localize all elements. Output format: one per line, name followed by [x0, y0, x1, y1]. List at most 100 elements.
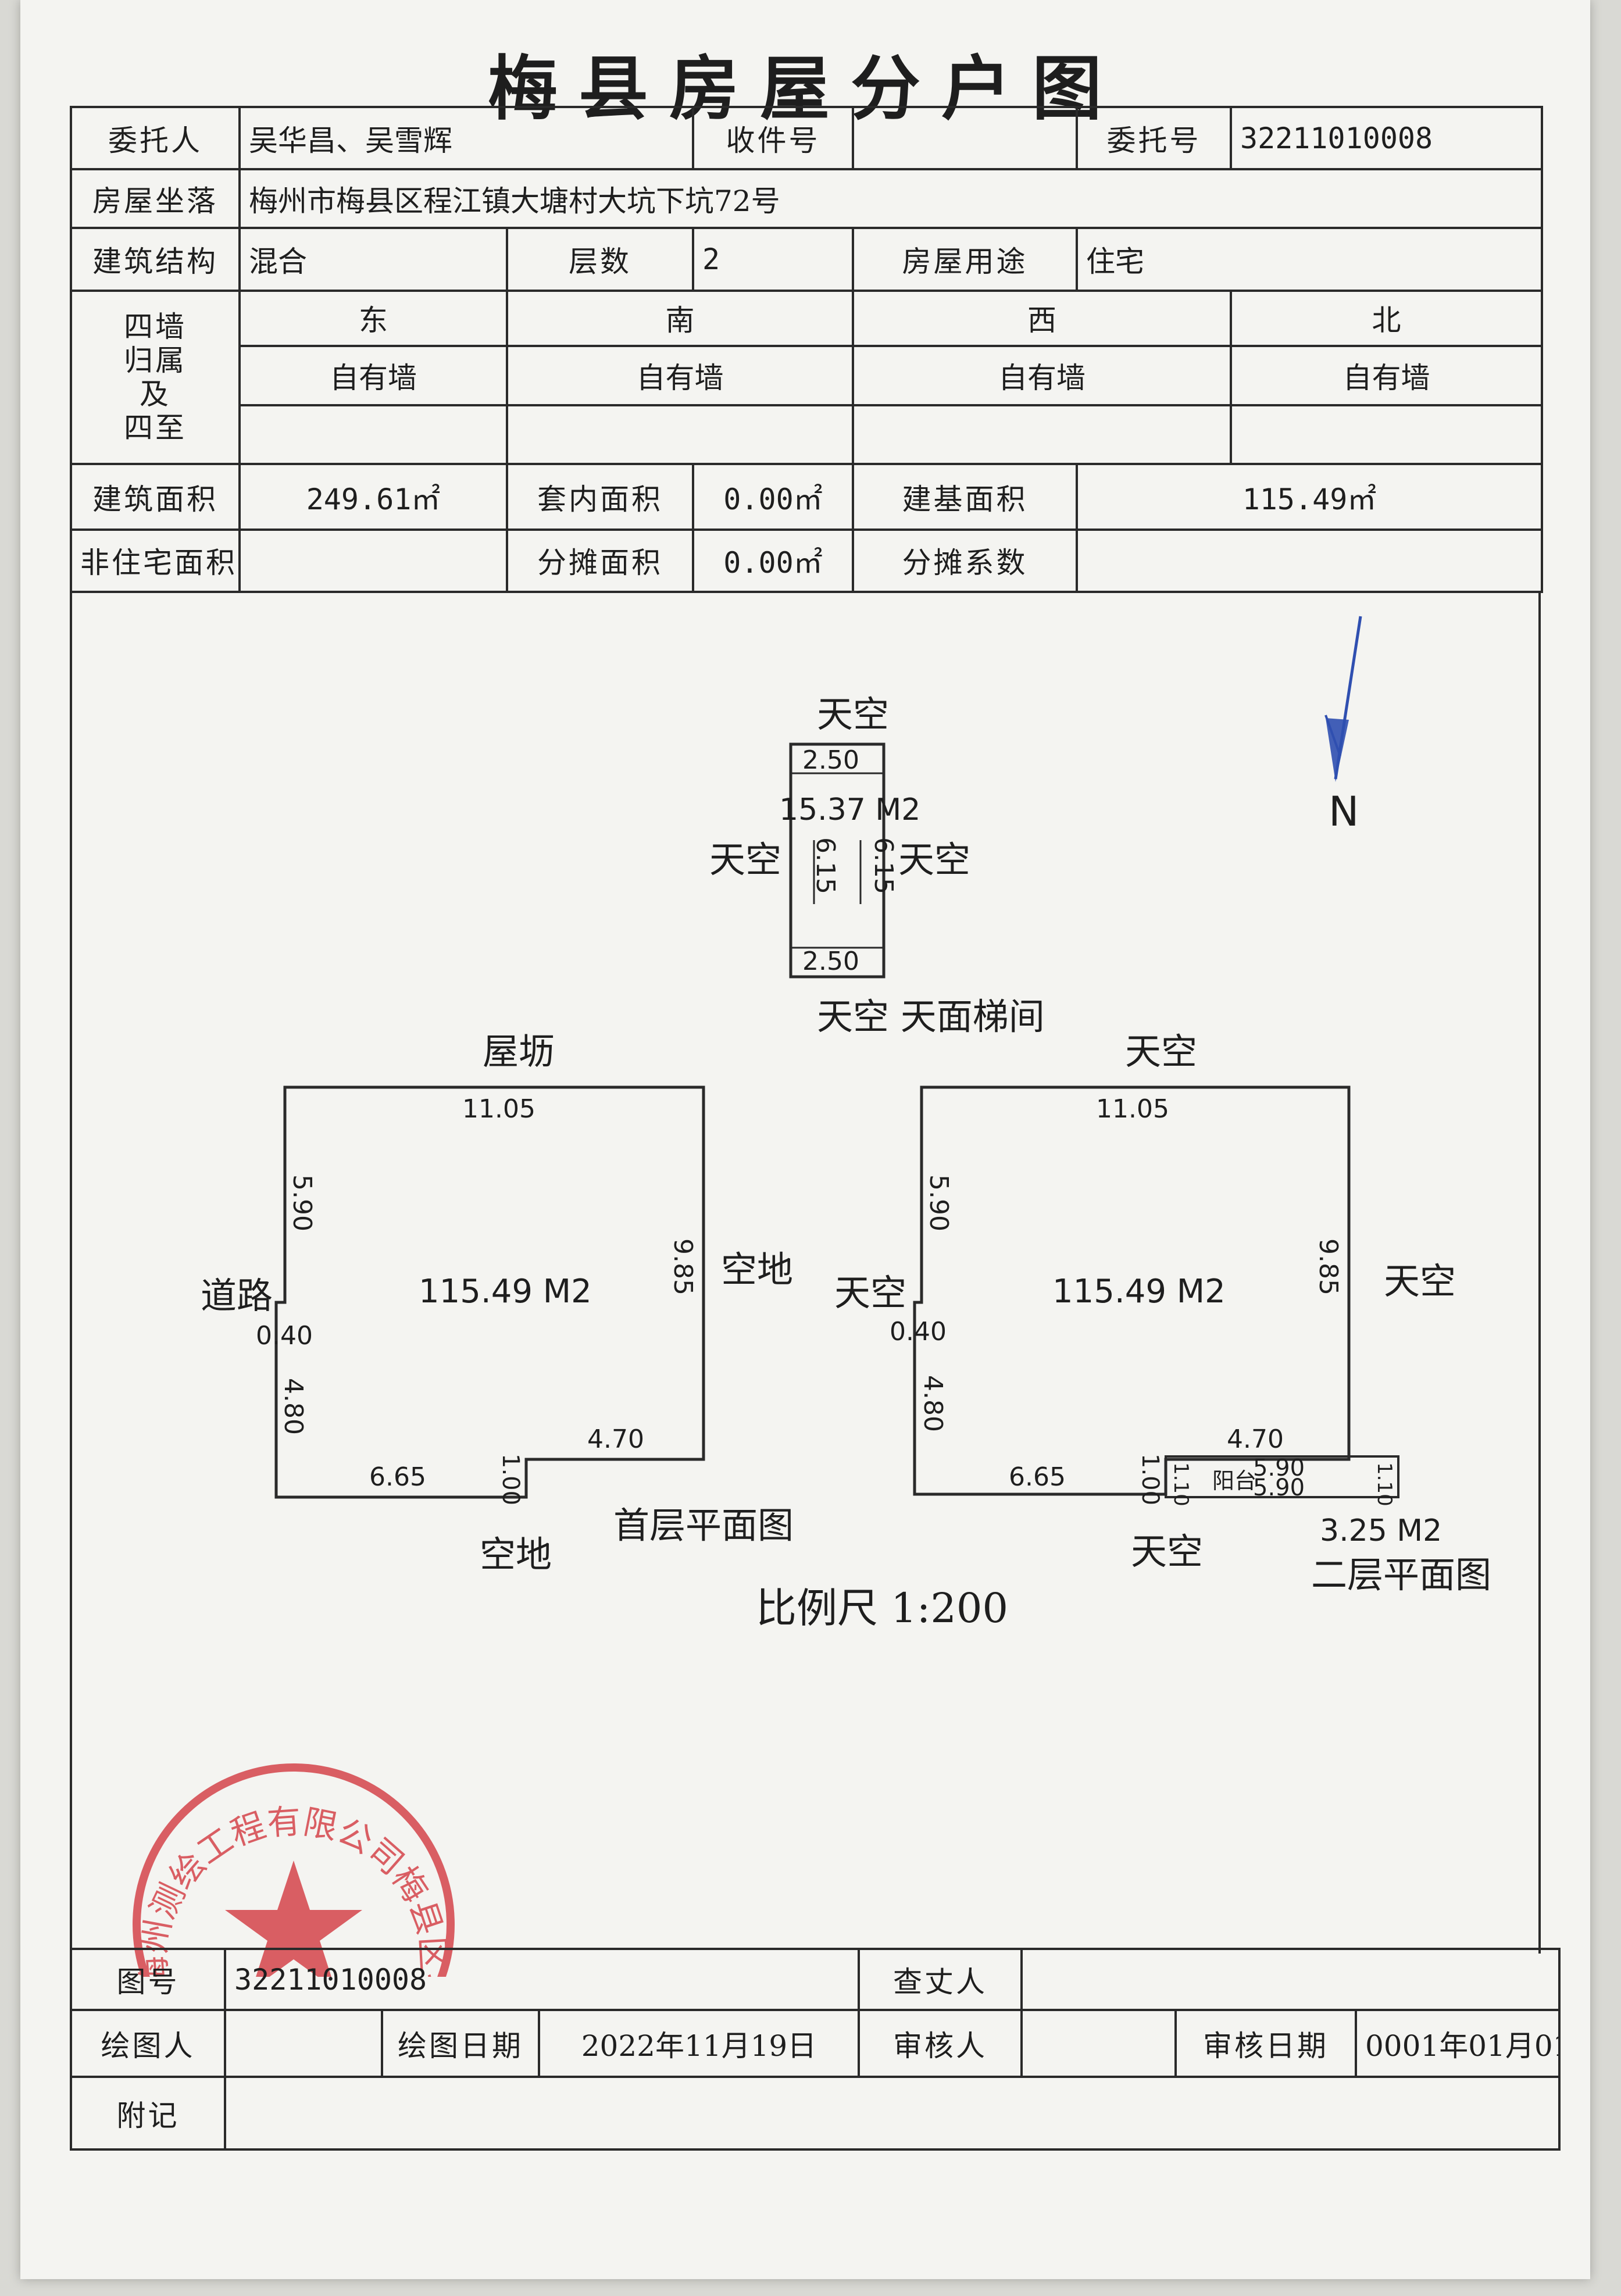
balcony-width-2: 1.10 [1373, 1462, 1396, 1506]
balcony-area: 3.25 M2 [1320, 1513, 1442, 1548]
second-floor-top-label: 天空 [1125, 1030, 1197, 1073]
first-floor-dim-bottom-left: 6.65 [369, 1462, 426, 1492]
draw-date-label: 绘图日期 [381, 2009, 540, 2078]
walls-label-4: 四至 [124, 410, 187, 445]
walls-label-1: 四墙 [124, 309, 187, 344]
usage-label: 房屋用途 [852, 227, 1078, 292]
shared-coef-value [1076, 528, 1543, 594]
survey-value [1020, 1948, 1561, 2011]
first-floor-dim-left-lower: 4.80 [279, 1378, 308, 1435]
drawer-label: 绘图人 [70, 2009, 226, 2078]
location-value: 梅州市梅县区程江镇大塘村大坑下坑72号 [238, 168, 1543, 230]
balcony-length-2: 5.90 [1253, 1474, 1305, 1501]
location-label: 房屋坐落 [70, 168, 241, 230]
notes-label: 附记 [70, 2076, 226, 2151]
north-arrow-icon [1324, 616, 1362, 782]
scale-text: 比例尺 1:200 [756, 1584, 1008, 1632]
floors-label: 层数 [506, 227, 694, 292]
boundary-west [852, 404, 1232, 466]
reviewer-label: 审核人 [858, 2009, 1023, 2078]
svg-text:梅州测绘工程有限公司梅县区不动产测绘资料专用章: 梅州测绘工程有限公司梅县区不动产测绘资料专用章 [20, 0, 454, 1977]
second-floor-right-label: 天空 [1384, 1260, 1456, 1302]
survey-label: 查丈人 [858, 1948, 1023, 2011]
structure-value: 混合 [238, 227, 508, 292]
walls-label-2: 归属 [124, 343, 187, 377]
balcony-length: 5.90 [1253, 1455, 1305, 1481]
first-floor-area: 115.49 M2 [419, 1273, 592, 1311]
first-floor-dim-right: 9.85 [668, 1238, 698, 1295]
wall-west: 自有墙 [852, 345, 1232, 406]
stair-right-dim: 6.15 [869, 837, 898, 894]
usage-value: 住宅 [1076, 227, 1543, 292]
dir-north: 北 [1230, 289, 1543, 348]
floor-plan-drawing: N 天空 天空 天空 天空 天面梯间 15.37 M2 2.50 2.50 6.… [20, 0, 1491, 1977]
seal-text: 梅州测绘工程有限公司梅县区不动产测绘资料专用章 [20, 0, 454, 1977]
boundary-east [238, 404, 508, 466]
second-floor-left-label: 天空 [834, 1272, 906, 1314]
building-area-value: 249.61㎡ [238, 463, 508, 531]
floors-value: 2 [692, 227, 854, 292]
second-floor-bottom-label: 天空 [1131, 1530, 1203, 1573]
first-floor-dim-top: 11.05 [462, 1094, 535, 1124]
drawing-frame [70, 593, 1541, 1954]
stair-top-dim: 2.50 [802, 745, 859, 775]
wall-east: 自有墙 [238, 345, 508, 406]
first-floor-right-label: 空地 [721, 1248, 793, 1291]
structure-label: 建筑结构 [70, 227, 241, 292]
document-sheet: 梅县房屋分户图 委托人 吴华昌、吴雪辉 收件号 委托号 32211010008 … [20, 0, 1590, 2279]
first-floor-left-label: 道路 [201, 1274, 273, 1317]
review-date-label: 审核日期 [1174, 2009, 1357, 2078]
balcony-label: 阳台 [1212, 1468, 1256, 1494]
second-floor-dim-step: 0.40 [890, 1317, 947, 1347]
drawer-value [224, 2009, 383, 2078]
company-seal-stamp: 梅州测绘工程有限公司梅县区不动产测绘资料专用章 [20, 0, 455, 1977]
second-floor-title: 二层平面图 [1311, 1554, 1491, 1596]
first-floor-outline [274, 1085, 705, 1499]
shared-area-value: 0.00㎡ [692, 528, 854, 594]
second-floor-area: 115.49 M2 [1052, 1273, 1226, 1311]
stair-room [789, 742, 886, 979]
receipt-value [852, 105, 1078, 171]
first-floor-dim-notch: 1.00 [497, 1454, 524, 1505]
first-floor-title: 首层平面图 [613, 1504, 794, 1547]
client-value: 吴华昌、吴雪辉 [238, 105, 694, 171]
stair-left-label: 天空 [709, 838, 781, 881]
stair-bottom-label: 天空 天面梯间 [817, 995, 1045, 1038]
review-date-value: 0001年01月01日 [1354, 2009, 1561, 2078]
first-floor-dim-left-upper: 5.90 [287, 1174, 317, 1231]
second-floor-dim-right: 9.85 [1313, 1238, 1343, 1295]
dir-west: 西 [852, 289, 1232, 348]
receipt-label: 收件号 [692, 105, 854, 171]
second-floor-dim-bottom-right: 4.70 [1227, 1424, 1284, 1454]
base-area-value: 115.49㎡ [1076, 463, 1543, 531]
second-floor-dim-top: 11.05 [1096, 1094, 1169, 1124]
north-label: N [1329, 788, 1359, 835]
balcony-outline [1165, 1455, 1399, 1498]
balcony-width: 1.10 [1169, 1462, 1192, 1506]
second-floor-dim-left-upper: 5.90 [924, 1174, 954, 1231]
boundary-north [1230, 404, 1543, 466]
reviewer-value [1020, 2009, 1177, 2078]
nonres-area-value [238, 528, 508, 594]
first-floor-top-label: 屋坜 [483, 1030, 555, 1073]
stair-area: 15.37 M2 [779, 792, 920, 827]
map-no-label: 图号 [70, 1948, 226, 2011]
footer-table: 图号 32211010008 查丈人 绘图人 绘图日期 2022年11月19日 … [70, 1948, 1561, 2151]
walls-label: 四墙 归属 及 四至 [70, 289, 241, 466]
wall-north: 自有墙 [1230, 345, 1543, 406]
first-floor-dim-step: 0.40 [256, 1321, 313, 1351]
stair-bottom-dim: 2.50 [802, 947, 859, 976]
stair-top-label: 天空 [817, 693, 889, 735]
order-value: 32211010008 [1230, 105, 1543, 171]
boundary-south [506, 404, 854, 466]
header-table: 委托人 吴华昌、吴雪辉 收件号 委托号 32211010008 房屋坐落 梅州市… [70, 105, 1543, 594]
building-area-label: 建筑面积 [70, 463, 241, 531]
map-no-value: 32211010008 [224, 1948, 860, 2011]
shared-area-label: 分摊面积 [506, 528, 694, 594]
client-label: 委托人 [70, 105, 241, 171]
inner-area-value: 0.00㎡ [692, 463, 854, 531]
first-floor-dim-bottom-right: 4.70 [587, 1424, 644, 1454]
second-floor-dim-bottom-left: 6.65 [1009, 1462, 1066, 1492]
dir-east: 东 [238, 289, 508, 348]
second-floor-dim-notch: 1.00 [1137, 1454, 1163, 1505]
